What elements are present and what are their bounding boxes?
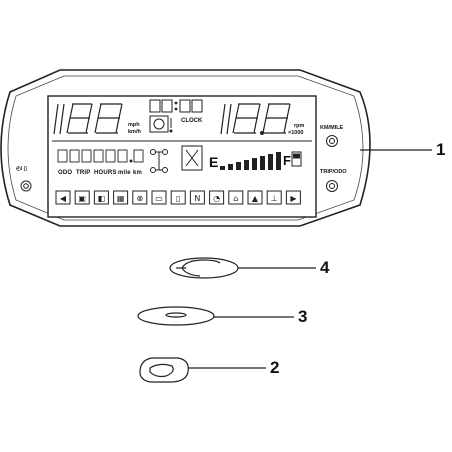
callout-2: 2 — [270, 358, 280, 377]
parking-icon: ⊥ — [266, 190, 282, 205]
svg-text:⊗: ⊗ — [136, 194, 143, 203]
fuel-gauge-bars — [220, 152, 281, 170]
svg-text:◧: ◧ — [98, 194, 106, 203]
km-label: km — [133, 170, 143, 176]
speed-unit-bottom: km/h — [128, 129, 141, 135]
cluster-housing-inner — [7, 75, 364, 221]
km-mile-label: KM/MILE — [320, 125, 344, 131]
trip-label: TRIP — [76, 170, 91, 176]
part-3-washer — [137, 306, 215, 326]
speed-unit-top: mph — [128, 122, 140, 128]
svg-text:▭: ▭ — [155, 194, 163, 203]
odo-label: ODO — [58, 170, 73, 176]
service-icon — [149, 115, 173, 133]
headlight-icon: ▣ — [74, 190, 90, 205]
fuel-icon: ▯ — [170, 190, 186, 205]
callout-4: 4 — [320, 258, 330, 277]
clock-label: CLOCK — [181, 118, 203, 124]
brake-icon: ⊗ — [132, 190, 148, 205]
svg-text:▶: ▶ — [290, 194, 297, 203]
svg-text:⌂: ⌂ — [233, 194, 238, 203]
trip-odo-label: TRIP/ODO — [320, 169, 347, 175]
part-2-clip — [139, 357, 189, 383]
right-turn-icon: ▶ — [285, 190, 301, 205]
engine-icon: ▦ — [113, 190, 129, 205]
gear-icon: ◔ — [209, 190, 225, 205]
svg-text:▲: ▲ — [252, 194, 259, 203]
mode-button-label: ◴/ ▯ — [16, 166, 27, 172]
neutral-icon: N — [189, 190, 205, 205]
fuel-empty-label: E — [209, 154, 219, 170]
high-beam-icon: ◧ — [93, 190, 109, 205]
indicator-row: ◀ ▣ ◧ ▦ ⊗ ▭ ▯ N ◔ ⌂ ▲ ⊥ ▶ — [55, 190, 301, 205]
callout-3: 3 — [298, 307, 308, 326]
rpm-unit-bottom: ×1000 — [288, 130, 304, 136]
warning-icon: ▲ — [247, 190, 263, 205]
thermometer-icon: ⌂ — [228, 190, 244, 205]
mode-button-left[interactable] — [20, 180, 32, 192]
clock-digits — [149, 99, 203, 113]
fuel-full-label: F — [283, 153, 291, 168]
oil-icon: ▭ — [151, 190, 167, 205]
callout-1: 1 — [436, 140, 446, 159]
speed-digits — [53, 103, 123, 135]
hours-label: HOURS — [94, 170, 117, 176]
fuel-pump-icon — [291, 151, 302, 167]
svg-text:◔: ◔ — [213, 194, 220, 203]
trip-odo-button[interactable] — [326, 180, 338, 192]
svg-text:▯: ▯ — [176, 194, 180, 203]
rpm-digits — [220, 103, 291, 136]
odometer-digits — [57, 149, 144, 163]
gear-position — [181, 145, 203, 171]
left-turn-icon: ◀ — [55, 190, 71, 205]
mile-label: mile — [118, 170, 131, 176]
drive-mode-icon — [150, 149, 168, 173]
svg-text:▦: ▦ — [117, 194, 125, 203]
svg-text:N: N — [194, 194, 200, 203]
svg-text:▣: ▣ — [78, 194, 86, 203]
svg-text:⊥: ⊥ — [271, 194, 278, 203]
rpm-unit-top: rpm — [294, 123, 305, 129]
part-4-grommet — [169, 257, 239, 279]
km-mile-button[interactable] — [326, 135, 338, 147]
svg-text:◀: ◀ — [60, 194, 67, 203]
